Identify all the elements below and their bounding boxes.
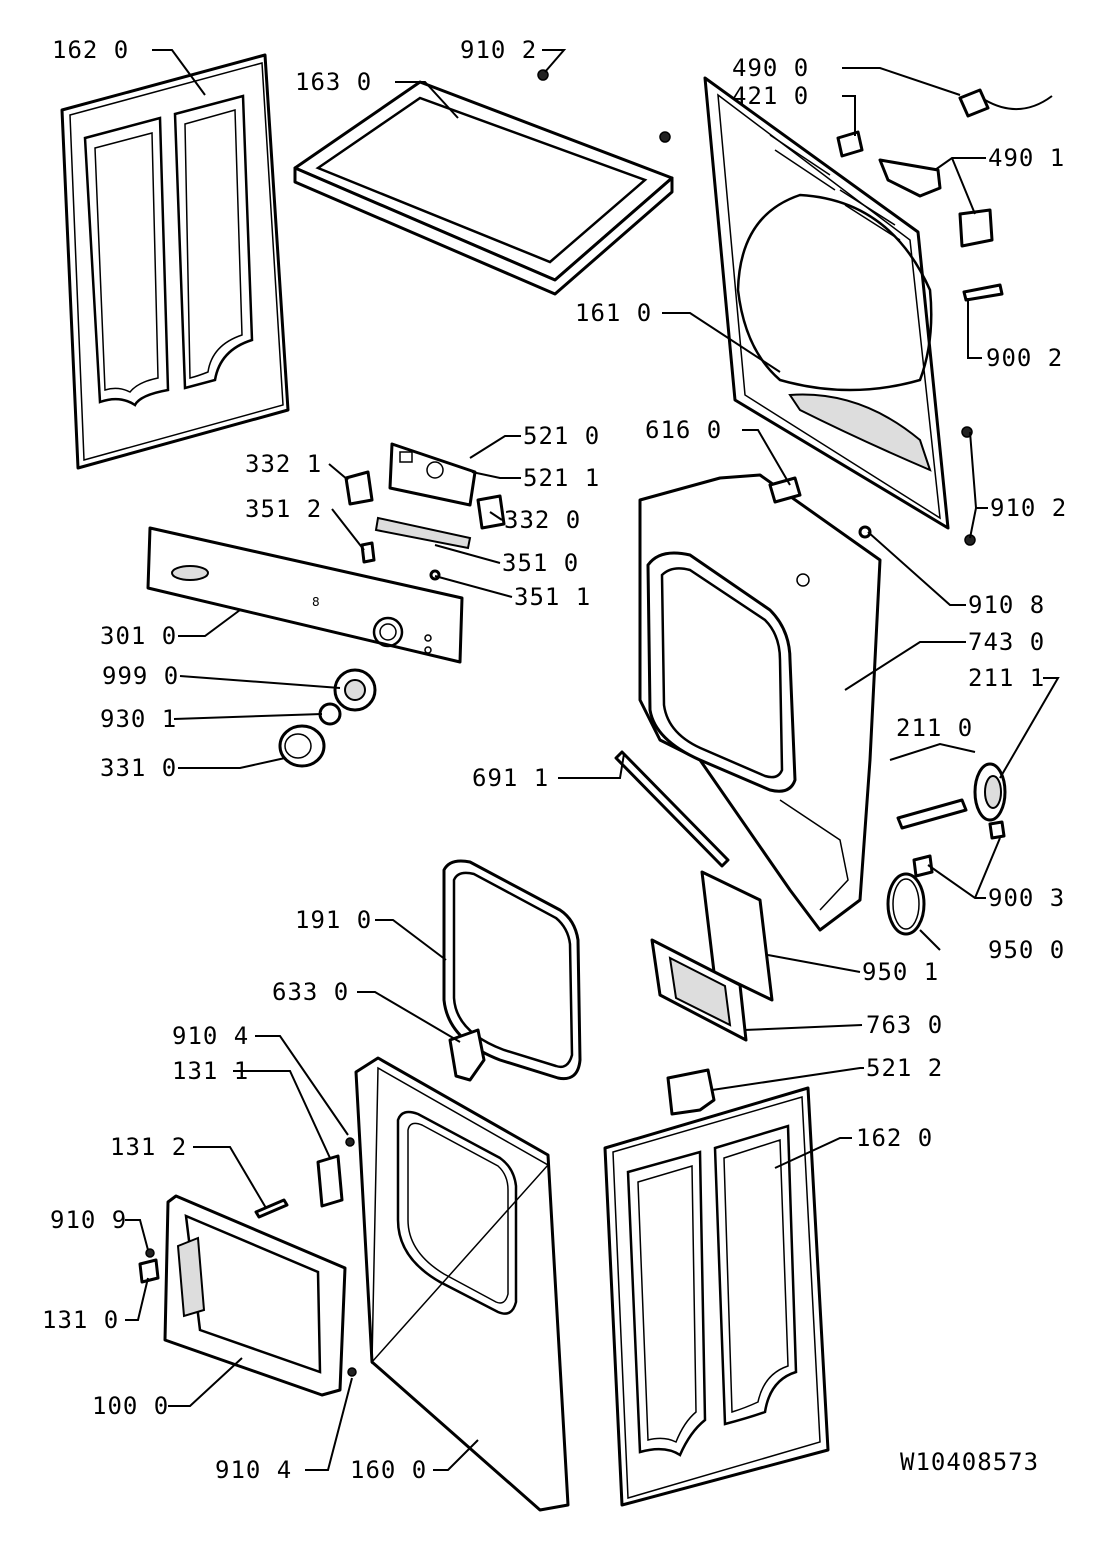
callout-421-0: 421 0 (732, 82, 809, 110)
door-lock (448, 1028, 486, 1082)
callout-521-0: 521 0 (523, 422, 600, 450)
front-panel (354, 1056, 570, 1512)
callout-743-0: 743 0 (968, 628, 1045, 656)
callout-100-0: 100 0 (92, 1392, 169, 1420)
control-panel: 8 (146, 526, 464, 664)
callout-162-0-right: 162 0 (856, 1124, 933, 1152)
screw-icon (537, 69, 976, 546)
cord-clamp (878, 158, 994, 248)
control-knob (278, 724, 326, 768)
callout-162-0-left: 162 0 (52, 36, 129, 64)
callout-691-1: 691 1 (472, 764, 549, 792)
callout-900-2: 900 2 (986, 344, 1063, 372)
callout-763-0: 763 0 (866, 1011, 943, 1039)
roller-clip (912, 820, 1006, 878)
light-bar (374, 516, 472, 550)
callout-930-1: 930 1 (100, 705, 177, 733)
callout-490-0: 490 0 (732, 54, 809, 82)
filter-sheet (700, 870, 774, 1002)
callout-351-2: 351 2 (245, 495, 322, 523)
callout-161-0: 161 0 (575, 299, 652, 327)
leader-lines (125, 49, 1060, 1471)
drawing-number: W10408573 (900, 1448, 1039, 1476)
roller-shaft (896, 798, 968, 830)
drum-light-rod (614, 750, 730, 868)
callout-191-0: 191 0 (295, 906, 372, 934)
wire-clip (962, 283, 1004, 302)
callout-331-0: 331 0 (100, 754, 177, 782)
knob-shaft (318, 702, 342, 726)
callout-211-1: 211 1 (968, 664, 1045, 692)
top-cover-panel (293, 80, 674, 296)
callout-332-0: 332 0 (504, 506, 581, 534)
callout-633-0: 633 0 (272, 978, 349, 1006)
callout-910-2-right: 910 2 (990, 494, 1067, 522)
callout-351-1: 351 1 (514, 583, 591, 611)
callout-163-0: 163 0 (295, 68, 372, 96)
side-panel-right (603, 1086, 830, 1507)
knob-insert (333, 668, 377, 712)
callout-351-0: 351 0 (502, 549, 579, 577)
callout-131-2: 131 2 (110, 1133, 187, 1161)
callout-131-1: 131 1 (172, 1057, 249, 1085)
callout-910-8: 910 8 (968, 591, 1045, 619)
side-panel-left (60, 53, 290, 470)
callout-910-9: 910 9 (50, 1206, 127, 1234)
callout-950-1: 950 1 (862, 958, 939, 986)
switch-block (666, 1068, 716, 1116)
callout-521-2: 521 2 (866, 1054, 943, 1082)
door-assembly (163, 1194, 347, 1397)
door-catch (138, 1248, 160, 1284)
callout-490-1: 490 1 (988, 144, 1065, 172)
callout-910-2-top: 910 2 (460, 36, 537, 64)
rear-panel (703, 76, 950, 530)
callout-950-0: 950 0 (988, 936, 1065, 964)
callout-labels: 162 0 163 0 910 2 490 0 421 0 490 1 900 … (42, 36, 1067, 1484)
lint-filter-housing (650, 938, 748, 1042)
seal-ring (886, 872, 926, 936)
callout-910-4-bottom: 910 4 (215, 1456, 292, 1484)
door-hinge (316, 1137, 357, 1377)
roller-wheel (973, 762, 1007, 822)
callout-301-0: 301 0 (100, 622, 177, 650)
callout-131-0: 131 0 (42, 1306, 119, 1334)
hinge-pin (254, 1198, 289, 1219)
hinge-bracket-left (344, 470, 374, 506)
connector-block (836, 130, 864, 158)
callout-999-0: 999 0 (102, 662, 179, 690)
callout-616-0: 616 0 (645, 416, 722, 444)
callout-160-0: 160 0 (350, 1456, 427, 1484)
callout-332-1: 332 1 (245, 450, 322, 478)
callout-521-1: 521 1 (523, 464, 600, 492)
control-bracket (388, 442, 477, 507)
front-bulkhead (638, 473, 882, 932)
svg-text:8: 8 (312, 595, 320, 609)
power-cord (958, 88, 1053, 118)
callout-910-4-top: 910 4 (172, 1022, 249, 1050)
small-clip (360, 541, 441, 581)
callout-211-0: 211 0 (896, 714, 973, 742)
callout-900-3: 900 3 (988, 884, 1065, 912)
